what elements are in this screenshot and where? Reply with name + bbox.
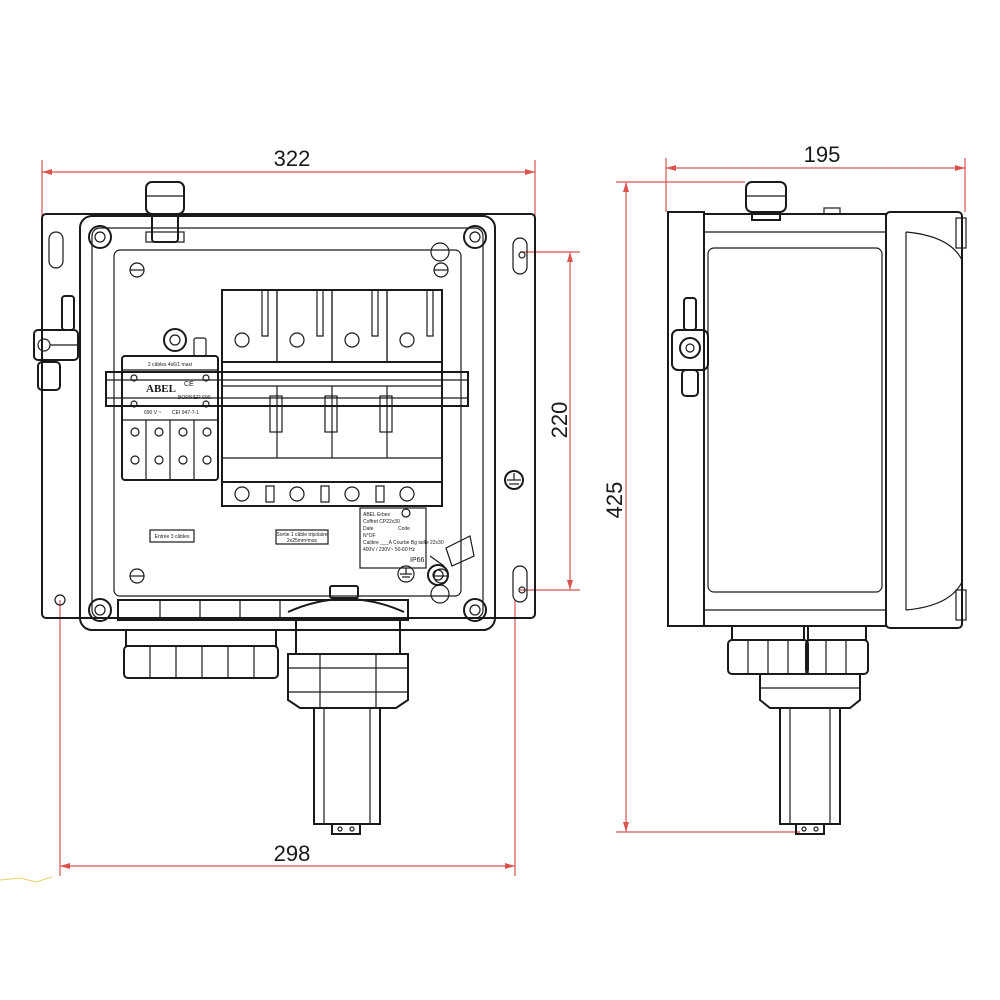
output-label-line2: 2x25mm²max xyxy=(287,538,318,544)
cable-gland-icon xyxy=(745,181,787,221)
spd-product: BORNIER 690 xyxy=(178,395,211,401)
dimension-width-bottom: 298 xyxy=(59,600,516,876)
nameplate-line3: N°OF xyxy=(363,533,376,539)
cable-gland-bottom-left xyxy=(123,629,279,679)
side-body xyxy=(703,213,887,627)
side-mounting-plate xyxy=(667,211,705,627)
enclosure-lid-edge xyxy=(91,227,484,619)
circuit-breaker xyxy=(221,289,443,507)
dimension-height-mounting: 220 xyxy=(520,251,580,591)
bracket-hole-bottom-left xyxy=(54,594,66,606)
bottom-gland-strip xyxy=(117,585,409,621)
dimension-depth: 195 xyxy=(665,142,966,212)
dimension-label-220: 220 xyxy=(547,402,572,439)
front-view: 2 câbles 4x6/1 maxi ABEL CE BORNIER 690 … xyxy=(33,181,536,835)
nameplate: ABEL Erbes Coffret CP22x30 Date Code N°O… xyxy=(359,507,444,569)
bracket-slot-top-right xyxy=(512,237,528,275)
side-bottom-glands xyxy=(727,625,869,835)
output-label-line1: Sortie 1 câble tripolaire xyxy=(276,532,327,538)
cable-gland-icon xyxy=(145,181,185,243)
screw-icon xyxy=(88,225,487,622)
padlock-icon xyxy=(33,295,79,391)
dimension-label-298: 298 xyxy=(274,841,311,866)
dimension-label-425: 425 xyxy=(602,482,627,519)
ce-mark: CE xyxy=(184,381,194,388)
enclosure-outer xyxy=(79,215,496,631)
nameplate-line4: Calibre ___A Courbe Bg taille 22x30 xyxy=(363,540,444,546)
nameplate-line5: 400V / 230V~ 50-60 Hz xyxy=(363,547,416,553)
dimension-label-195: 195 xyxy=(804,142,841,167)
input-label-text: Entrée 3 câbles xyxy=(155,534,190,540)
enclosure-inner-panel xyxy=(113,249,462,597)
ip-rating: IP66 xyxy=(410,557,425,564)
surge-protector-block: 2 câbles 4x6/1 maxi ABEL CE BORNIER 690 … xyxy=(121,328,219,481)
input-label: Entrée 3 câbles xyxy=(149,529,195,543)
dimension-height-total: 425 xyxy=(602,181,800,833)
side-lid xyxy=(885,211,963,629)
nameplate-code: Code xyxy=(398,526,410,532)
output-label: Sortie 1 câble tripolaire 2x25mm²max xyxy=(275,529,329,545)
stray-mark xyxy=(0,876,53,883)
nameplate-title: ABEL Erbes xyxy=(363,512,391,518)
bracket-slot-bottom-right xyxy=(512,565,528,603)
ground-symbol-icon xyxy=(397,470,524,583)
dimension-width-top: 322 xyxy=(41,146,536,235)
nameplate-line2: Date xyxy=(363,526,374,532)
din-rail xyxy=(105,371,469,407)
bracket-hole-top-right xyxy=(518,251,526,259)
bracket-hole-bottom-right xyxy=(518,586,526,594)
dimension-label-322: 322 xyxy=(274,146,311,171)
spd-top-label: 2 câbles 4x6/1 maxi xyxy=(148,362,192,368)
spd-standard: CEI 947-7-1 xyxy=(172,410,199,416)
spd-terminals xyxy=(130,427,212,465)
side-latch xyxy=(671,297,709,397)
bracket-slot-top-left xyxy=(48,231,64,269)
spd-brand: ABEL xyxy=(146,383,176,395)
side-view xyxy=(667,181,967,835)
earth-terminal xyxy=(427,535,475,586)
cable-gland-large xyxy=(287,619,409,835)
spd-voltage: 690 V ~ xyxy=(144,410,161,416)
nameplate-line1: Coffret CP22x30 xyxy=(363,519,400,525)
